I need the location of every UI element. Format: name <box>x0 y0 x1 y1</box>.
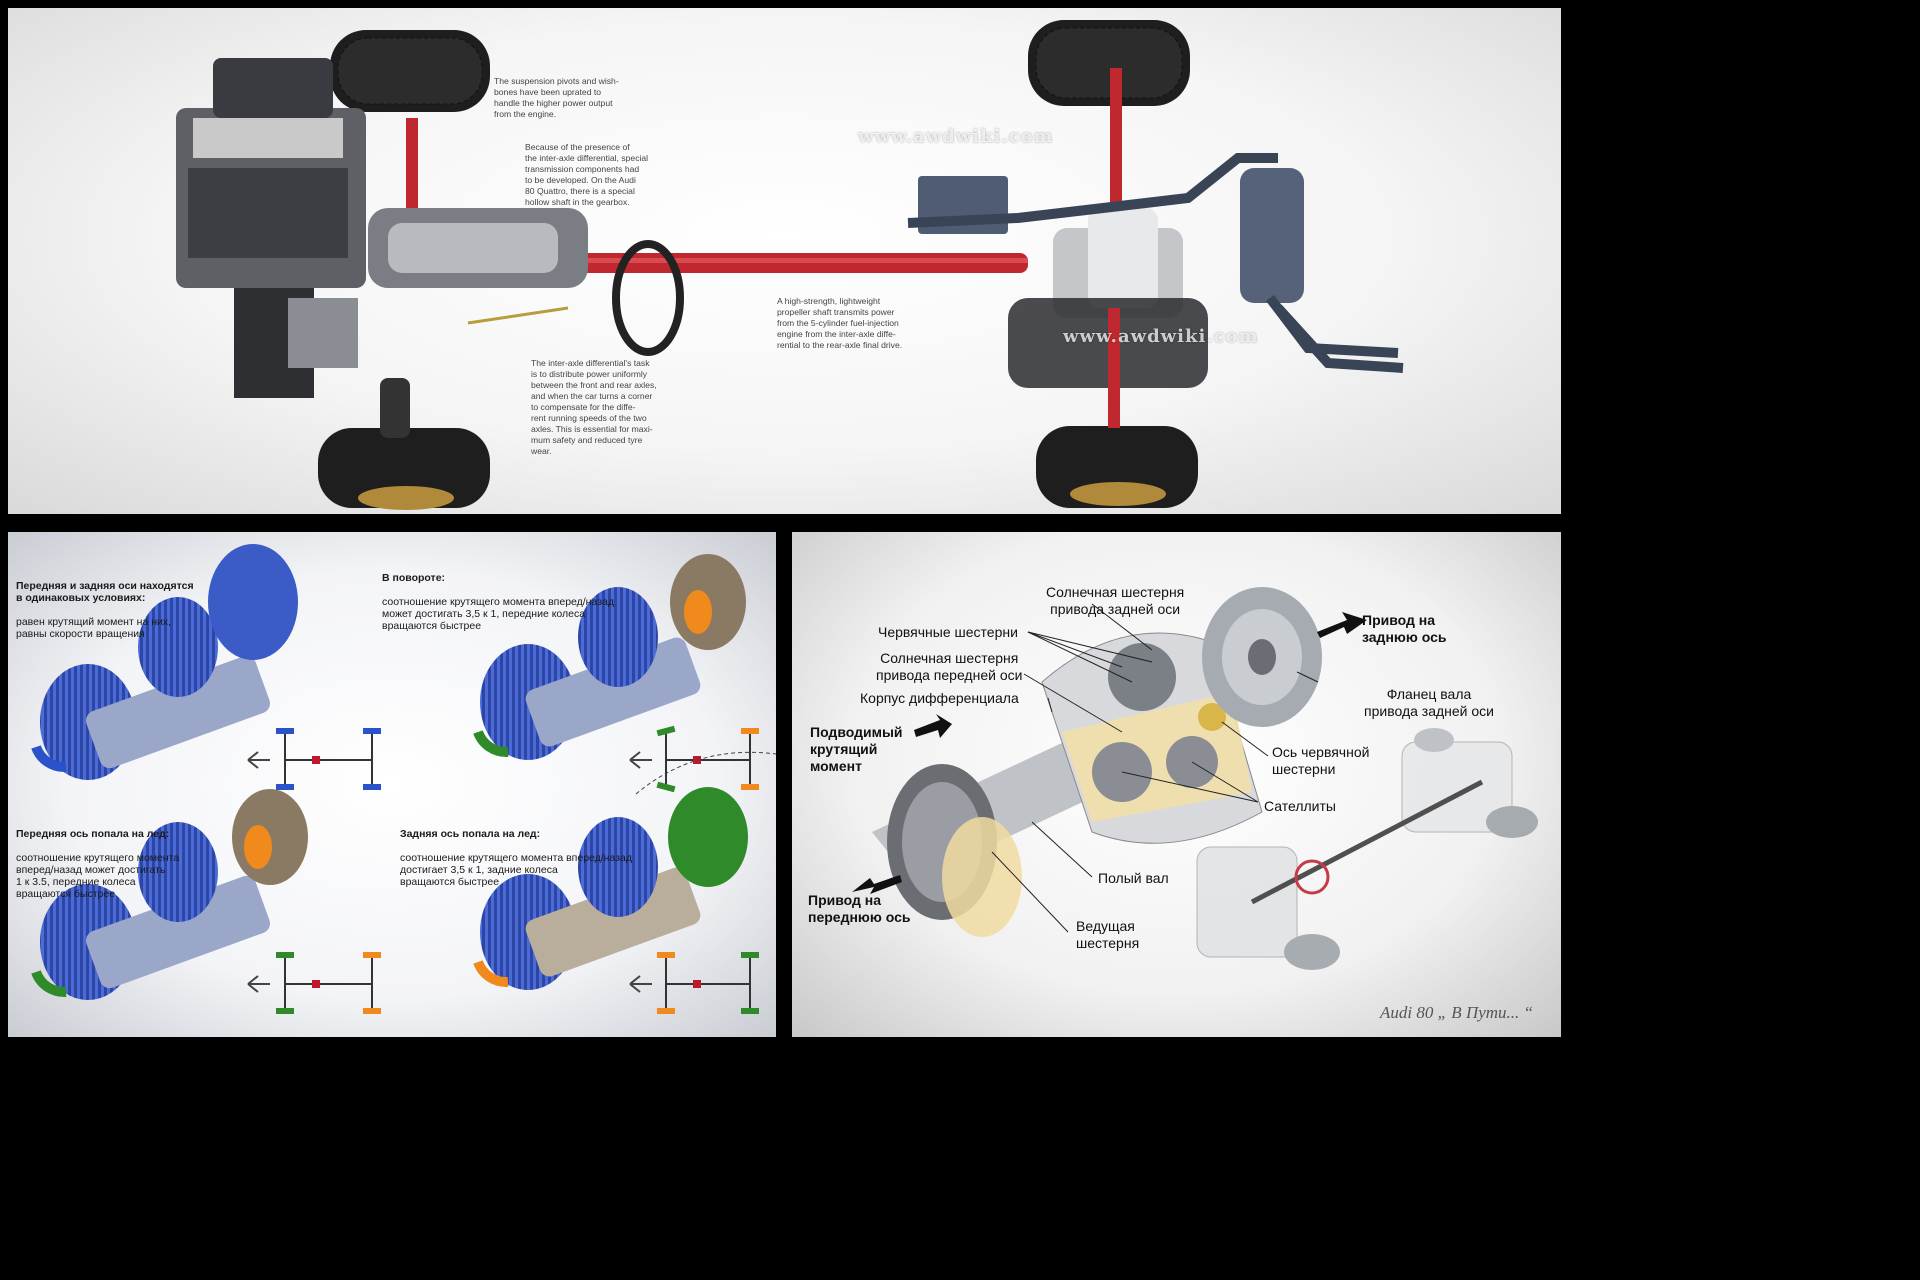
rear-left-tyre <box>1028 20 1190 106</box>
differential-location-circle <box>1294 859 1330 895</box>
rear-right-tyre <box>1036 426 1198 508</box>
arrow-input-icon <box>914 714 952 738</box>
differential-diagram-front-ice <box>31 789 308 1000</box>
torsen-differential-illustration <box>852 587 1538 970</box>
label-rear-shaft-flange: Фланец вала привода задней оси <box>1364 686 1494 719</box>
rear-strut <box>1110 68 1122 208</box>
note-front-axle-ice: Передняя ось попала на лед: соотношение … <box>16 816 179 912</box>
label-sun-gear-rear: Солнечная шестерня привода задней оси <box>1046 584 1185 617</box>
differential-diagram-rear-ice <box>473 787 748 990</box>
axle-schematic-cornering <box>629 725 776 795</box>
interaxle-caption: Because of the presence of the inter-axl… <box>525 142 649 207</box>
differential-diagram-cornering <box>473 554 746 760</box>
gearbox <box>368 208 588 288</box>
rotation-arrow-icon <box>31 745 67 773</box>
drivetrain-cutaway-panel: The suspension pivots and wish- bones ha… <box>8 8 1561 514</box>
arrow-to-front-icon <box>852 875 902 894</box>
differential-cutaway-panel: Солнечная шестерня привода задней оси Че… <box>792 532 1561 1037</box>
note-body: соотношение крутящего момента вперед/наз… <box>382 596 614 632</box>
note-heading: Задняя ось попала на лед: <box>400 828 541 840</box>
signature-caption: Audi 80 „ В Пути... “ <box>1380 1003 1533 1022</box>
note-heading: Передняя и задняя оси находятся в одинак… <box>16 580 194 604</box>
note-body: равен крутящий момент на них, равны скор… <box>16 616 172 640</box>
axle-schematic-rear-ice <box>629 952 759 1014</box>
label-drive-to-front-axle: Привод на переднюю ось <box>808 892 911 925</box>
differential-states-illustration <box>31 544 776 1014</box>
differential-task-caption: The inter-axle differential's task is to… <box>531 358 657 456</box>
front-right-tyre <box>318 428 490 510</box>
leader-lines <box>991 603 1319 933</box>
suspension-caption: The suspension pivots and wish- bones ha… <box>494 76 619 119</box>
watermark: www.awdwiki.com <box>858 126 1054 147</box>
label-differential-housing: Корпус дифференциала <box>860 690 1019 706</box>
label-sun-gear-front: Солнечная шестерня привода передней оси <box>876 650 1023 683</box>
arrow-to-rear-icon <box>1317 612 1367 638</box>
torque-distribution-panel: Передняя и задняя оси находятся в одинак… <box>8 532 776 1037</box>
front-strut <box>406 118 418 208</box>
note-cornering: В повороте: соотношение крутящего момент… <box>382 560 614 644</box>
rotation-arrow-icon <box>473 730 509 758</box>
rotation-arrow-icon <box>31 970 67 998</box>
note-body: соотношение крутящего момента вперед/наз… <box>16 852 180 900</box>
label-drive-to-rear-axle: Привод на заднюю ось <box>1362 612 1447 645</box>
axle-schematic-front-ice <box>247 952 381 1014</box>
note-rear-axle-ice: Задняя ось попала на лед: соотношение кр… <box>400 816 632 900</box>
note-body: соотношение крутящего момента вперед/наз… <box>400 852 632 888</box>
front-spring <box>380 378 410 438</box>
front-left-tyre <box>330 30 490 112</box>
exhaust-system <box>907 153 1404 373</box>
note-heading: Передняя ось попала на лед: <box>16 828 170 840</box>
label-worm-gears: Червячные шестерни <box>878 624 1018 640</box>
steering-wheel <box>612 240 684 356</box>
label-worm-gear-axis: Ось червячной шестерни <box>1272 744 1370 777</box>
label-input-torque: Подводимый крутящий момент <box>810 724 903 774</box>
rotation-arrow-icon <box>473 960 509 988</box>
propeller-shaft-caption: A high-strength, lightweight propeller s… <box>777 296 903 350</box>
engine-block <box>176 58 366 398</box>
differential-diagram-equal <box>31 544 298 780</box>
drivetrain-illustration <box>176 20 1404 510</box>
axle-schematic-equal <box>247 728 381 790</box>
label-satellites: Сателлиты <box>1264 798 1336 814</box>
label-drive-gear: Ведущая шестерня <box>1076 918 1140 951</box>
chassis-inset <box>1196 728 1538 970</box>
worm-gear <box>1108 643 1176 711</box>
note-heading: В повороте: <box>382 572 446 584</box>
watermark: www.awdwiki.com <box>1063 326 1259 347</box>
note-equal-conditions: Передняя и задняя оси находятся в одинак… <box>16 568 194 652</box>
label-hollow-shaft: Полый вал <box>1098 870 1169 886</box>
